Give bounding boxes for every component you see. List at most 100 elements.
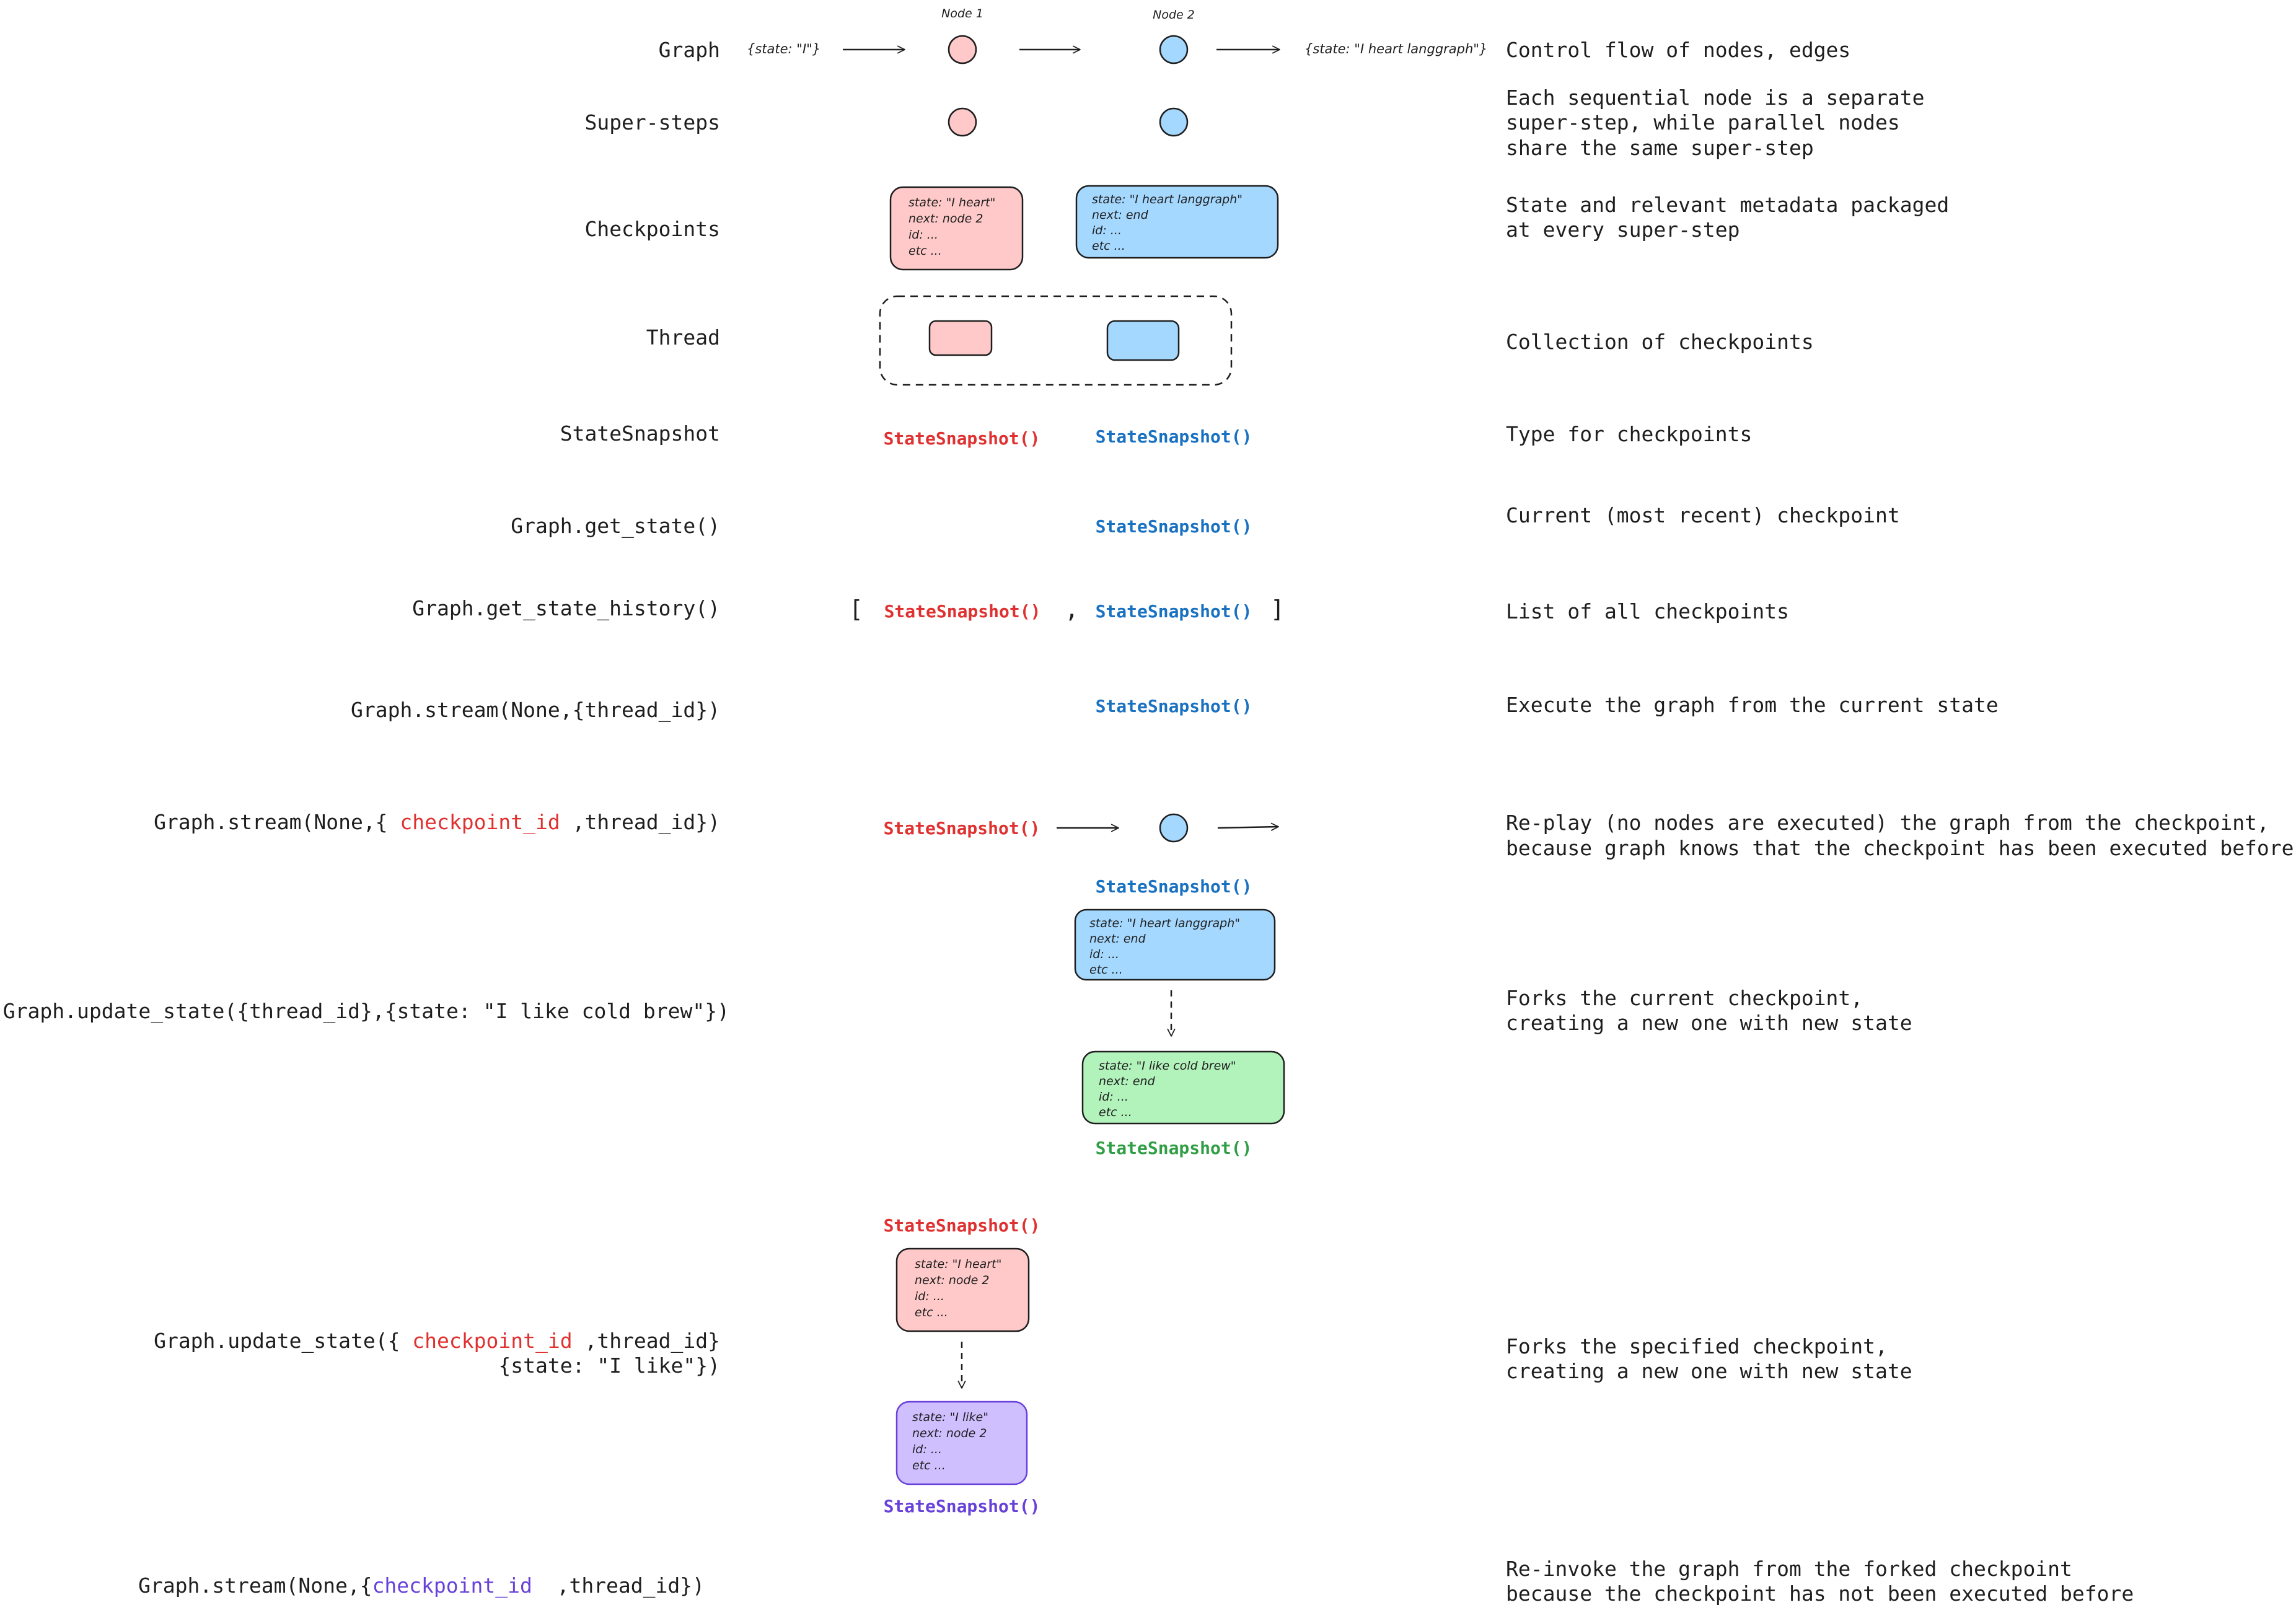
- checkpoint-box-node2-line: state: "I heart langgraph": [1092, 193, 1243, 206]
- checkpoint-box-node2: [1075, 185, 1279, 259]
- row-label-replay: Graph.stream(None,{ checkpoint_id ,threa…: [154, 810, 720, 835]
- checkpoint-box-node1-line: id: ...: [908, 228, 938, 242]
- update-forked-box-line: next: end: [1099, 1075, 1156, 1088]
- row-label-update-checkpoint-line1: Graph.update_state({ checkpoint_id ,thre…: [154, 1329, 720, 1353]
- thread-dashed-container: [879, 295, 1233, 386]
- checkpoint-box-node2-line: etc ...: [1092, 239, 1125, 253]
- checkpoint-box-node2-line: next: end: [1092, 208, 1149, 222]
- update-specified-forked-box-line: next: node 2: [912, 1427, 987, 1440]
- row-label-update-checkpoint-line2: {state: "I like"}): [498, 1353, 720, 1378]
- replay-node2-circle: [1159, 813, 1189, 843]
- replay-arrow-out: [1217, 822, 1279, 831]
- row-reinvoke: Graph.stream(None,{checkpoint_id ,thread…: [138, 1557, 2134, 1606]
- update-checkpoint-statesnapshot-purple: StateSnapshot(): [884, 1496, 1040, 1516]
- history-comma: ,: [1065, 596, 1079, 623]
- row-graph: Graph {state: "I"} Node 1 Node 2 {state:…: [659, 7, 1850, 64]
- update-statesnapshot-blue: StateSnapshot(): [1096, 876, 1252, 897]
- checkpoint-box-node2-line: id: ...: [1092, 224, 1122, 237]
- checkpoint-box-node1-line: next: node 2: [908, 212, 983, 226]
- update-specified-box-line: next: node 2: [915, 1273, 989, 1287]
- replay-statesnapshot-red: StateSnapshot(): [884, 818, 1040, 838]
- update-statesnapshot-green: StateSnapshot(): [1096, 1138, 1252, 1158]
- row-description-reinvoke-line1: Re-invoke the graph from the forked chec…: [1506, 1557, 2072, 1581]
- row-description-supersteps-line2: super-step, while parallel nodes: [1506, 110, 1900, 134]
- node2-circle: [1159, 35, 1189, 64]
- row-label-thread: Thread: [646, 325, 720, 350]
- update-current-box-line: etc ...: [1089, 963, 1123, 977]
- history-statesnapshot-blue: StateSnapshot(): [1096, 601, 1252, 622]
- update-checkpoint-statesnapshot-red: StateSnapshot(): [884, 1215, 1040, 1236]
- superstep-node1-circle: [948, 107, 977, 137]
- update-specified-forked-box-line: id: ...: [912, 1443, 942, 1456]
- row-description-reinvoke-line2: because the checkpoint has not been exec…: [1506, 1581, 2134, 1606]
- row-update-state: Graph.update_state({thread_id},{state: "…: [3, 876, 1912, 1158]
- row-label-checkpoints: Checkpoints: [584, 217, 720, 241]
- thread-checkpoint-node2: [1106, 320, 1180, 361]
- node2-title: Node 2: [1153, 8, 1195, 22]
- update-current-box-line: next: end: [1089, 932, 1146, 946]
- update-forked-box-line: state: "I like cold brew": [1099, 1059, 1236, 1073]
- row-get-state: Graph.get_state() StateSnapshot() Curren…: [511, 503, 1900, 539]
- checkpoint-box-node1: [889, 186, 1024, 271]
- row-description-update-state-line2: creating a new one with new state: [1506, 1011, 1912, 1035]
- update-specified-box-line: state: "I heart": [915, 1257, 1001, 1271]
- node1-circle: [948, 35, 977, 64]
- row-label-statesnapshot: StateSnapshot: [560, 421, 720, 446]
- statesnapshot-red: StateSnapshot(): [884, 428, 1040, 449]
- row-checkpoints: Checkpoints state: "I heart" next: node …: [584, 185, 1949, 271]
- row-supersteps: Super-steps Each sequential node is a se…: [584, 86, 1924, 160]
- row-description-stream: Execute the graph from the current state: [1506, 693, 1999, 717]
- row-get-state-history: Graph.get_state_history() [ StateSnapsho…: [412, 596, 1789, 623]
- update-specified-checkpoint-box: [895, 1247, 1030, 1332]
- row-statesnapshot: StateSnapshot StateSnapshot() StateSnaps…: [560, 421, 1753, 449]
- row-update-checkpoint: Graph.update_state({ checkpoint_id ,thre…: [154, 1215, 1912, 1516]
- update-forked-box-line: etc ...: [1099, 1106, 1132, 1119]
- row-description-update-checkpoint-line1: Forks the specified checkpoint,: [1506, 1334, 1888, 1358]
- update-forked-checkpoint-box: [1081, 1050, 1285, 1125]
- row-description-checkpoints-line2: at every super-step: [1506, 218, 1740, 242]
- history-statesnapshot-red: StateSnapshot(): [884, 601, 1041, 622]
- row-replay: Graph.stream(None,{ checkpoint_id ,threa…: [154, 810, 2294, 860]
- get-state-statesnapshot-blue: StateSnapshot(): [1096, 516, 1252, 537]
- update-current-checkpoint-box: [1074, 908, 1276, 981]
- update-current-box-line: state: "I heart langgraph": [1089, 917, 1240, 930]
- thread-checkpoint-node1: [928, 320, 993, 356]
- row-stream: Graph.stream(None,{thread_id}) StateSnap…: [351, 693, 1999, 723]
- node1-title: Node 1: [941, 7, 983, 20]
- row-description-get-state-history: List of all checkpoints: [1506, 599, 1789, 623]
- history-close-bracket: ]: [1270, 596, 1285, 623]
- row-description-thread: Collection of checkpoints: [1506, 330, 1814, 354]
- row-description-update-state-line1: Forks the current checkpoint,: [1506, 986, 1863, 1010]
- stream-statesnapshot-blue: StateSnapshot(): [1096, 696, 1252, 716]
- superstep-node2-circle: [1159, 107, 1189, 137]
- row-description-statesnapshot: Type for checkpoints: [1506, 422, 1752, 446]
- row-label-reinvoke: Graph.stream(None,{checkpoint_id ,thread…: [138, 1573, 705, 1598]
- checkpoint-box-node1-line: state: "I heart": [908, 196, 995, 209]
- history-open-bracket: [: [849, 596, 863, 623]
- row-label-update-state: Graph.update_state({thread_id},{state: "…: [3, 999, 729, 1024]
- row-thread: Thread Collection of checkpoints: [646, 295, 1814, 386]
- row-description-supersteps-line3: share the same super-step: [1506, 136, 1814, 160]
- row-description-checkpoints-line1: State and relevant metadata packaged: [1506, 193, 1949, 217]
- row-label-supersteps: Super-steps: [584, 110, 720, 134]
- update-forked-box-line: id: ...: [1099, 1090, 1128, 1104]
- row-description-replay-line2: because graph knows that the checkpoint …: [1506, 836, 2294, 860]
- row-description-get-state: Current (most recent) checkpoint: [1506, 503, 1900, 527]
- row-label-get-state: Graph.get_state(): [511, 514, 720, 539]
- row-description-update-checkpoint-line2: creating a new one with new state: [1506, 1359, 1912, 1383]
- row-label-get-state-history: Graph.get_state_history(): [412, 596, 720, 621]
- update-specified-forked-box: [895, 1401, 1028, 1485]
- row-description-graph: Control flow of nodes, edges: [1506, 38, 1850, 62]
- row-description-replay-line1: Re-play (no nodes are executed) the grap…: [1506, 811, 2269, 835]
- statesnapshot-blue: StateSnapshot(): [1096, 426, 1252, 447]
- row-label-stream: Graph.stream(None,{thread_id}): [351, 698, 720, 723]
- checkpoint-box-node1-line: etc ...: [908, 244, 942, 258]
- row-label-graph: Graph: [659, 38, 720, 62]
- row-description-supersteps-line1: Each sequential node is a separate: [1506, 86, 1925, 110]
- graph-input-state: {state: "I"}: [747, 42, 820, 56]
- update-current-box-line: id: ...: [1089, 948, 1119, 961]
- update-specified-box-line: etc ...: [915, 1306, 948, 1319]
- update-specified-forked-box-line: state: "I like": [912, 1410, 988, 1424]
